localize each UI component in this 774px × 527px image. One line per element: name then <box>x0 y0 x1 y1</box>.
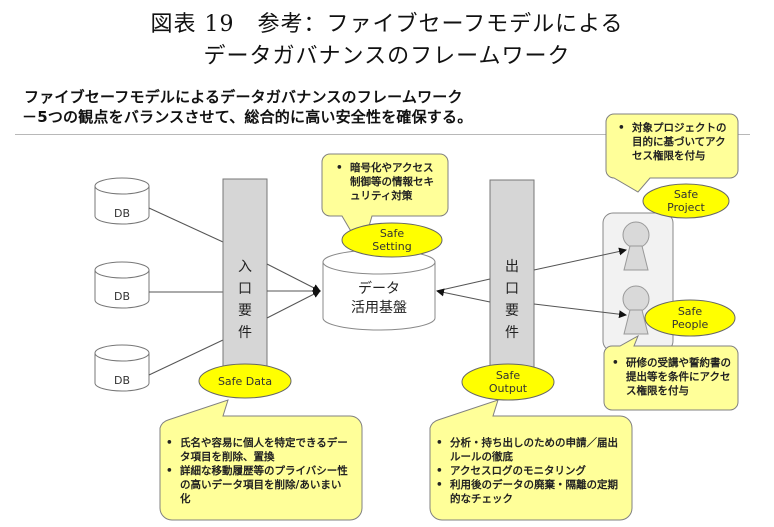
slide-heading: ファイブセーフモデルによるデータガバナンスのフレームワーク <box>24 88 463 106</box>
safe-data-description: 氏名や容易に個人を特定できるデータ項目を削除、置換 詳細な移動履歴等のプライバシ… <box>166 436 350 506</box>
safe-output-bullet: 分析・持ち出しのための申請／届出ルールの徹底 <box>436 436 620 464</box>
entry-pillar-char: 入 <box>238 259 252 275</box>
safe-project-label-line-2: Project <box>667 201 705 214</box>
database-label-3: DB <box>113 374 131 387</box>
hub-label-line-2: 活用基盤 <box>351 300 407 316</box>
arrow-exit-person-2 <box>533 303 627 319</box>
slide-subheading: －5つの観点をバランスさせて、総合的に高い安全性を確保する。 <box>22 108 473 126</box>
heading-divider <box>15 134 750 135</box>
exit-pillar-char: 件 <box>505 325 519 341</box>
data-platform-hub <box>322 249 436 331</box>
person-icon-2 <box>622 285 650 335</box>
safe-setting-bullet: 暗号化やアクセス制御等の情報セキュリティ対策 <box>336 161 441 203</box>
safe-output-label-line-2: Output <box>488 382 528 395</box>
exit-pillar-char: 要 <box>505 303 519 319</box>
database-3 <box>94 344 150 392</box>
safe-people-ellipse <box>644 299 736 337</box>
connector-db3-entry <box>148 339 224 376</box>
database-label-1: DB <box>113 207 131 220</box>
figure-title-line-2: データガバナンスのフレームワーク <box>203 44 571 69</box>
safe-setting-label-line-1: Safe <box>379 227 405 240</box>
safe-data-label-line-1: Safe Data <box>217 375 273 388</box>
safe-people-description: 研修の受講や誓約書の提出等を条件にアクセス権限を付与 <box>612 356 736 398</box>
figure-title-line-1: 図表 19 参考：ファイブセーフモデルによる <box>150 12 624 37</box>
safe-setting-description: 暗号化やアクセス制御等の情報セキュリティ対策 <box>336 161 441 203</box>
entry-pillar-char: 口 <box>238 281 252 297</box>
safe-data-bullet: 詳細な移動履歴等のプライバシー性の高いデータ項目を削除/あいまい化 <box>166 464 350 506</box>
safe-setting-label-line-2: Setting <box>372 240 412 253</box>
safe-setting-ellipse <box>341 222 443 258</box>
safe-output-bullet: アクセスログのモニタリング <box>436 464 620 478</box>
safe-setting-label: Safe Setting <box>352 227 432 253</box>
exit-pillar-char: 口 <box>505 281 519 297</box>
safe-project-bullet: 対象プロジェクトの目的に基づいてアクセス権限を付与 <box>618 121 736 163</box>
safe-data-ellipse <box>198 363 292 399</box>
safe-project-label-line-1: Safe <box>673 188 699 201</box>
safe-output-label-line-1: Safe <box>495 369 521 382</box>
arrow-exit-person-1 <box>533 247 627 271</box>
safe-data-bullet: 氏名や容易に個人を特定できるデータ項目を削除、置換 <box>166 436 350 464</box>
entry-pillar-label: 入 口 要 件 <box>235 256 255 344</box>
arrow-entry-hub-3 <box>266 290 321 319</box>
arrow-entry-hub-1 <box>266 263 321 292</box>
exit-requirements-pillar <box>489 179 535 376</box>
safe-output-ellipse <box>461 363 555 401</box>
hub-label: データ 活用基盤 <box>319 280 439 318</box>
entry-pillar-char: 件 <box>238 325 252 341</box>
safe-output-label: Safe Output <box>468 369 548 395</box>
connector-exit-hub-1 <box>436 278 491 292</box>
safe-output-description: 分析・持ち出しのための申請／届出ルールの徹底 アクセスログのモニタリング 利用後… <box>436 436 620 506</box>
hub-label-line-1: データ <box>358 281 400 297</box>
safe-project-label: Safe Project <box>646 188 726 214</box>
database-2 <box>94 261 150 309</box>
arrow-exit-hub <box>436 288 491 303</box>
safe-people-label: Safe People <box>650 305 730 331</box>
database-1 <box>94 177 150 225</box>
exit-pillar-char: 出 <box>505 259 519 275</box>
safe-people-label-line-2: People <box>671 318 709 331</box>
person-icon-1 <box>622 221 650 271</box>
safe-people-bullet: 研修の受講や誓約書の提出等を条件にアクセス権限を付与 <box>612 356 736 398</box>
database-label-2: DB <box>113 290 131 303</box>
connector-db1-entry <box>148 207 224 243</box>
safe-output-bullet: 利用後のデータの廃棄・隔離の定期的なチェック <box>436 478 620 506</box>
safe-data-label: Safe Data <box>205 375 285 388</box>
safe-people-label-line-1: Safe <box>677 305 703 318</box>
entry-pillar-char: 要 <box>238 303 252 319</box>
safe-project-ellipse <box>642 183 730 219</box>
safe-project-description: 対象プロジェクトの目的に基づいてアクセス権限を付与 <box>618 121 736 163</box>
exit-pillar-label: 出 口 要 件 <box>502 256 522 344</box>
